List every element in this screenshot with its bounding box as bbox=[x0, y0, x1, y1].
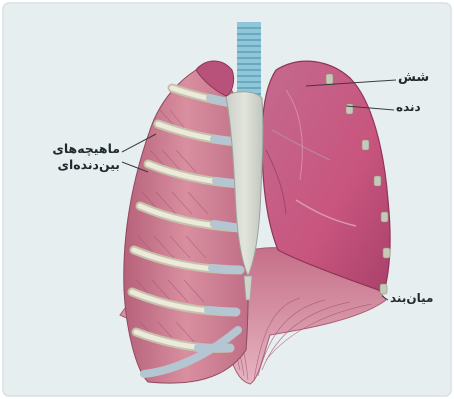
label-intercostal-muscles: ماهیچه‌های بین‌دنده‌ای bbox=[36, 141, 120, 172]
label-rib: دنده bbox=[396, 100, 421, 115]
label-intercostal-line1: ماهیچه‌های bbox=[36, 141, 120, 157]
label-intercostal-line2: بین‌دنده‌ای bbox=[36, 157, 120, 173]
label-lung: شش bbox=[398, 70, 429, 86]
label-diaphragm: میان‌بند bbox=[390, 291, 433, 306]
